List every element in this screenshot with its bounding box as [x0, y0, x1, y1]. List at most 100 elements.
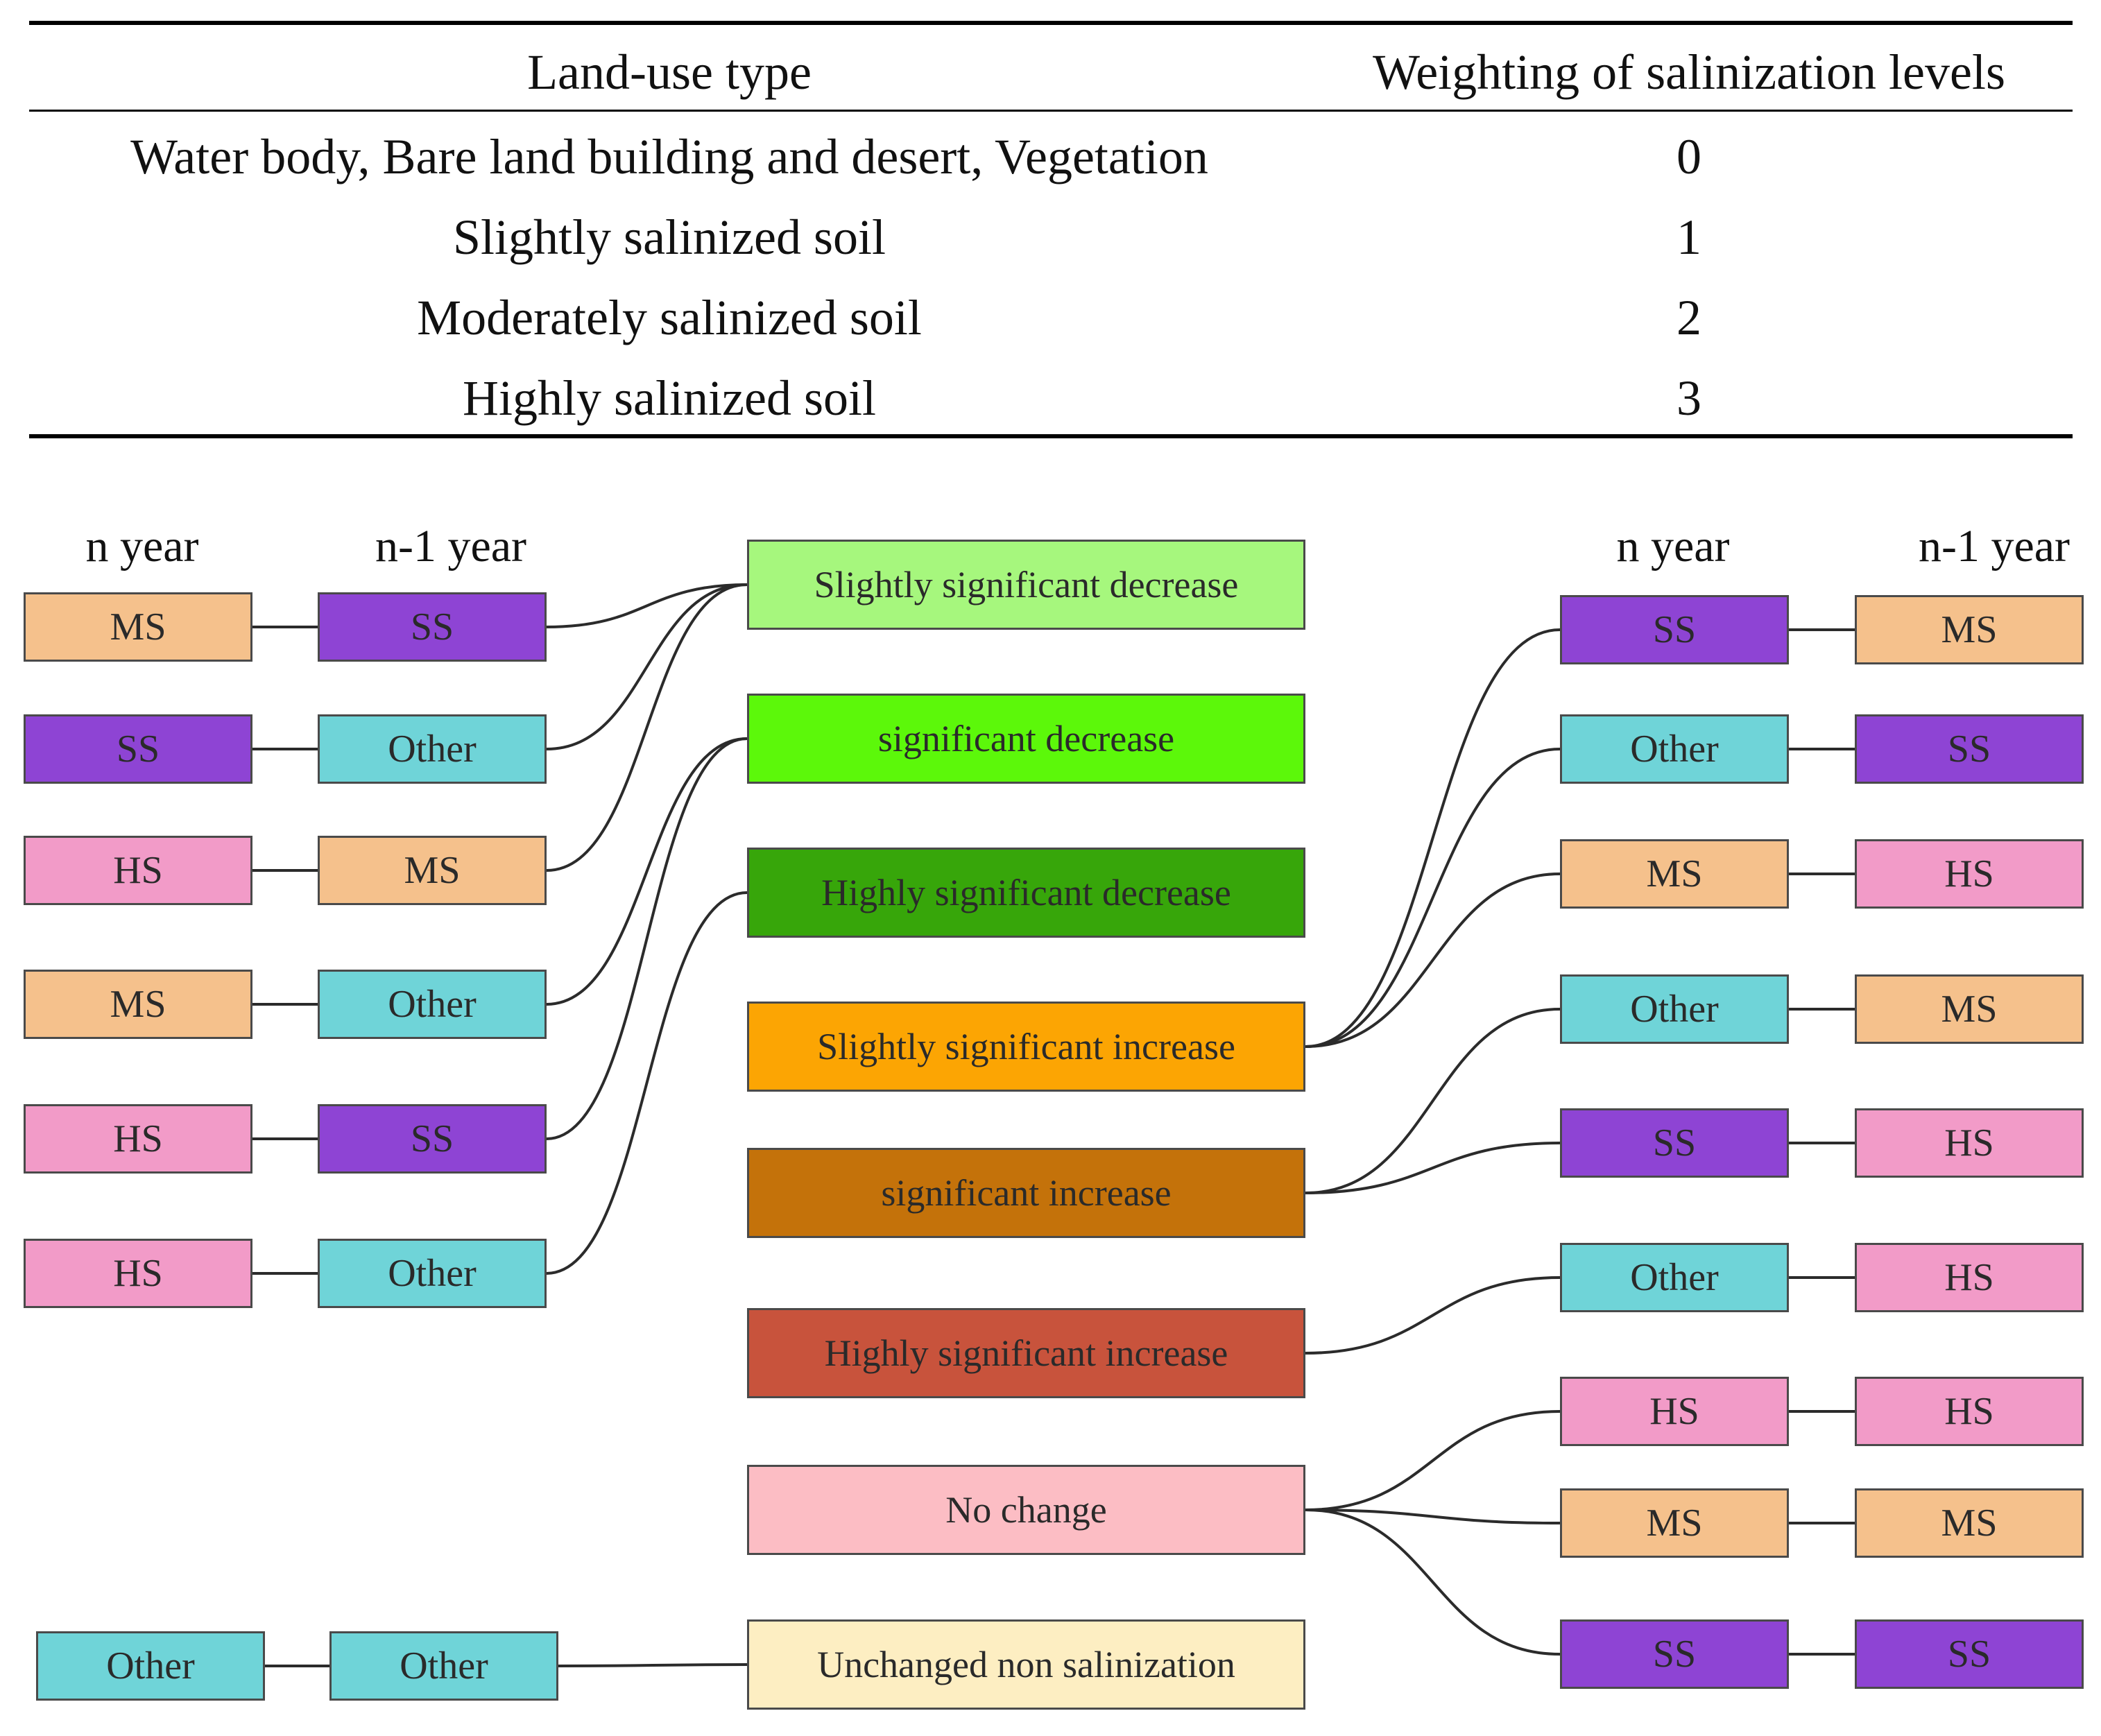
table-cell-weight: 2: [1676, 290, 1701, 345]
right-n1-year-box-label: SS: [1947, 1633, 1991, 1676]
right-n-year-box: MS: [1560, 1488, 1789, 1558]
left-n1-year-header: n-1 year: [375, 521, 527, 571]
category-link: [1305, 1276, 1561, 1355]
right-n1-year-box: MS: [1855, 974, 2084, 1044]
right-n-year-box: SS: [1560, 1108, 1789, 1178]
left-n-year-box-label: SS: [116, 728, 160, 771]
right-n-year-box: HS: [1560, 1377, 1789, 1446]
category-link: [1305, 748, 1561, 1048]
category-box-label: significant increase: [881, 1172, 1172, 1214]
right-n-year-box: SS: [1560, 1619, 1789, 1689]
left-n1-year-box: Other: [318, 1239, 547, 1308]
category-link: [546, 583, 748, 872]
right-n1-year-box: HS: [1855, 1108, 2084, 1178]
left-n1-year-box: Other: [329, 1631, 558, 1701]
category-link: [546, 737, 748, 1006]
category-link: [1305, 1008, 1561, 1194]
left-n-year-box-label: HS: [113, 1117, 163, 1160]
right-n1-year-box-label: HS: [1944, 852, 1994, 895]
left-n-year-box-label: HS: [113, 849, 163, 892]
category-box: Slightly significant decrease: [747, 540, 1305, 630]
right-n1-year-box: SS: [1855, 714, 2084, 784]
category-box: significant decrease: [747, 694, 1305, 784]
table-header-weighting: Weighting of salinization levels: [1373, 44, 2005, 100]
left-n1-year-box-label: Other: [388, 1252, 477, 1295]
category-box: Unchanged non salinization: [747, 1619, 1305, 1710]
category-link: [546, 737, 748, 1140]
right-n1-year-box-label: HS: [1944, 1390, 1994, 1433]
right-n1-year-header: n-1 year: [1918, 521, 2070, 571]
right-n1-year-box: MS: [1855, 1488, 2084, 1558]
left-n1-year-box-label: Other: [400, 1644, 488, 1687]
category-link: [1305, 1410, 1561, 1511]
right-n-year-box: MS: [1560, 839, 1789, 909]
right-n-year-box-label: HS: [1649, 1390, 1699, 1433]
category-box-label: Slightly significant increase: [817, 1026, 1235, 1067]
table-cell-land-use: Water body, Bare land building and deser…: [130, 129, 1208, 184]
right-n1-year-box: HS: [1855, 1243, 2084, 1312]
category-box-label: Slightly significant decrease: [814, 564, 1239, 605]
left-n-year-box: MS: [24, 592, 252, 662]
category-box-label: No change: [945, 1489, 1107, 1531]
right-n-year-box-label: MS: [1646, 852, 1703, 895]
category-box: No change: [747, 1465, 1305, 1555]
right-n-year-box: SS: [1560, 595, 1789, 664]
category-link: [1305, 628, 1561, 1048]
left-n-year-box: HS: [24, 836, 252, 905]
right-n-year-box-label: Other: [1630, 728, 1719, 771]
right-n-year-box-label: Other: [1630, 1256, 1719, 1299]
left-n1-year-box-label: MS: [404, 849, 461, 892]
left-n1-year-box: SS: [318, 1104, 547, 1174]
left-n-year-header: n year: [85, 521, 199, 571]
right-n-year-box-label: MS: [1646, 1502, 1703, 1545]
right-n-year-header: n year: [1616, 521, 1730, 571]
table-top-rule: [29, 21, 2073, 25]
table-header-land-use: Land-use type: [527, 44, 812, 100]
right-n-year-box-label: SS: [1652, 1633, 1697, 1676]
category-link: [1305, 873, 1561, 1048]
category-link: [1305, 1509, 1561, 1524]
left-n1-year-box: Other: [318, 970, 547, 1039]
right-n-year-box-label: SS: [1652, 608, 1697, 651]
left-n1-year-box-label: Other: [388, 728, 477, 771]
left-n1-year-box: MS: [318, 836, 547, 905]
left-n-year-box: HS: [24, 1104, 252, 1174]
left-n-year-box: MS: [24, 970, 252, 1039]
right-n1-year-box: SS: [1855, 1619, 2084, 1689]
left-n1-year-box-label: SS: [410, 1117, 454, 1160]
category-link: [1305, 1509, 1561, 1656]
category-box: Slightly significant increase: [747, 1002, 1305, 1092]
table-bottom-rule: [29, 434, 2073, 438]
right-n1-year-box-label: HS: [1944, 1256, 1994, 1299]
left-n1-year-box: Other: [318, 714, 547, 784]
category-box: Highly significant decrease: [747, 848, 1305, 938]
left-n-year-box: HS: [24, 1239, 252, 1308]
left-n-year-box: SS: [24, 714, 252, 784]
left-n-year-box-label: MS: [110, 983, 166, 1026]
category-box: Highly significant increase: [747, 1308, 1305, 1398]
category-box-label: Unchanged non salinization: [817, 1644, 1235, 1685]
right-n1-year-box-label: MS: [1941, 1502, 1998, 1545]
right-n-year-box: Other: [1560, 974, 1789, 1044]
category-box-label: Highly significant decrease: [821, 872, 1231, 913]
right-n-year-box: Other: [1560, 714, 1789, 784]
table-cell-weight: 0: [1676, 129, 1701, 184]
category-box: significant increase: [747, 1148, 1305, 1238]
left-n-year-box-label: MS: [110, 605, 166, 648]
right-n1-year-box-label: MS: [1941, 988, 1998, 1031]
category-link: [546, 583, 748, 750]
right-n1-year-box-label: MS: [1941, 608, 1998, 651]
table-header-rule: [29, 110, 2073, 112]
right-n-year-box: Other: [1560, 1243, 1789, 1312]
right-n1-year-box: MS: [1855, 595, 2084, 664]
left-n1-year-box-label: Other: [388, 983, 477, 1026]
right-n1-year-box-label: SS: [1947, 728, 1991, 771]
left-n1-year-box-label: SS: [410, 605, 454, 648]
right-n-year-box-label: SS: [1652, 1121, 1697, 1165]
left-n1-year-box: SS: [318, 592, 547, 662]
category-link: [546, 891, 748, 1275]
category-box-label: Highly significant increase: [824, 1332, 1228, 1374]
table-cell-land-use: Highly salinized soil: [463, 370, 876, 426]
